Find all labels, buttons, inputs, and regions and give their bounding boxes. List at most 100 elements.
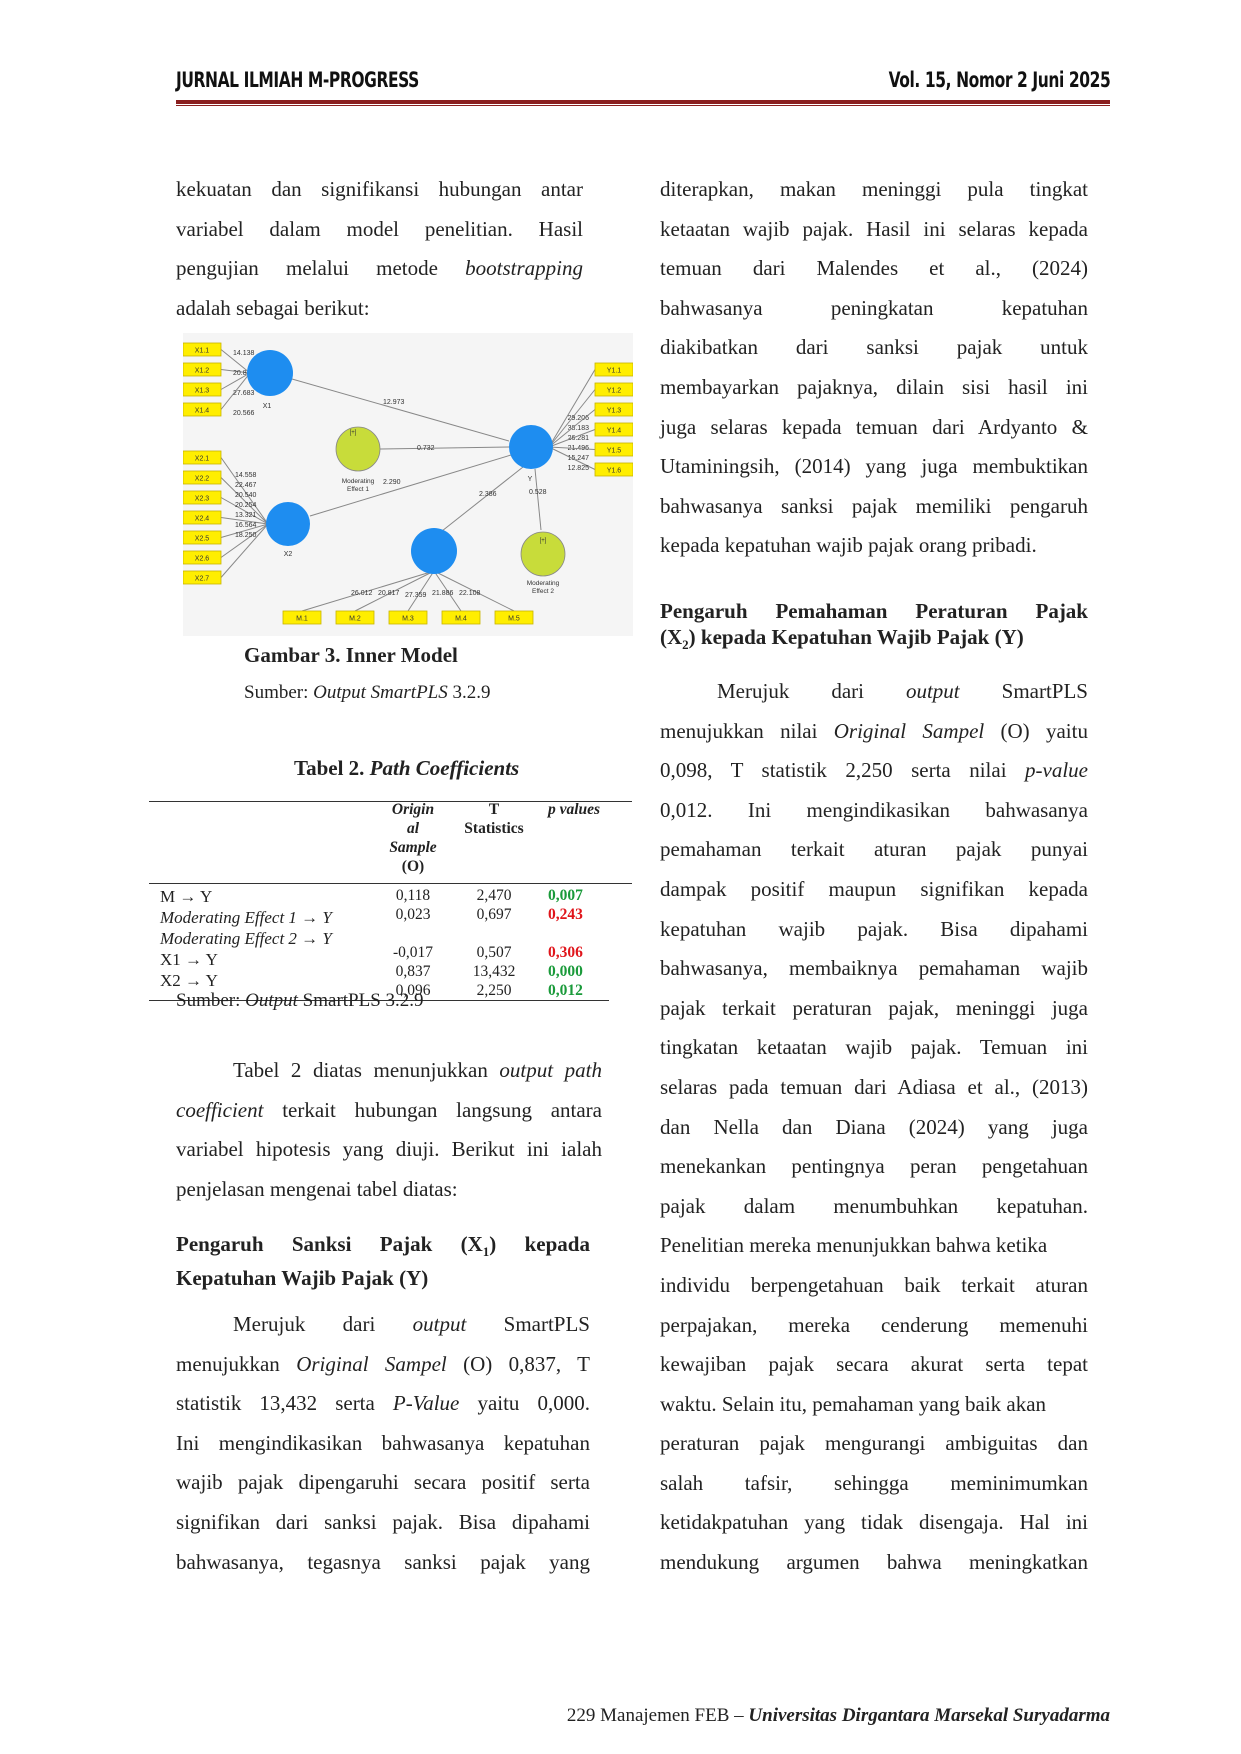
moderator-plus: [+] — [540, 538, 547, 544]
loading-line — [220, 349, 251, 374]
indicator-box — [183, 470, 222, 485]
paragraph-table-explanation: Tabel 2 diatas menunjukkan output path c… — [176, 1051, 602, 1209]
loading-line — [220, 523, 269, 578]
loading-value: 20.566 — [233, 410, 255, 417]
indicator-box-label: M.3 — [402, 616, 414, 623]
heading-line: (X2) kepada Kepatuhan Wajib Pajak (Y) — [660, 625, 1024, 653]
latent-x1 — [247, 350, 293, 396]
table-cell: 0,837 — [395, 963, 431, 980]
col-header-p-values: p values — [548, 801, 601, 818]
loading-value: 26.012 — [351, 590, 373, 597]
text-line: menekankan pentingnya peran pengetahuan — [660, 1154, 1088, 1179]
text-line: coefficient terkait hubungan langsung an… — [176, 1097, 602, 1122]
text-line: Merujuk dari output SmartPLS — [233, 1312, 590, 1336]
indicator-box-label: X2.6 — [195, 556, 210, 563]
loading-line — [220, 477, 269, 525]
path-m-y — [441, 466, 524, 532]
section-heading-x1: Pengaruh Sanksi Pajak (X1) kepada Kepatu… — [176, 1231, 590, 1291]
path-coef-x2-y: 2.290 — [383, 479, 401, 486]
loading-value: 22.108 — [459, 590, 481, 597]
path-x2-y — [309, 454, 512, 517]
row-label: M → Y — [160, 887, 213, 906]
header-line: T — [488, 801, 500, 818]
latent-x2-label: X2 — [284, 551, 293, 558]
indicator-box — [594, 362, 633, 377]
path-x1-y — [291, 378, 510, 442]
table-cell: 0,507 — [476, 944, 512, 961]
footer-dept: Manajemen FEB – — [600, 1705, 744, 1726]
loading-value: 20.254 — [235, 502, 257, 509]
header-line: (O) — [401, 858, 425, 875]
text-line: variabel dalam model penelitian. Hasil — [176, 216, 583, 241]
text-line: kewajiban pajak secara akurat serta tepa… — [660, 1352, 1088, 1377]
loading-line — [220, 369, 251, 374]
source-italic: Output SmartPLS — [313, 682, 448, 703]
loading-line — [220, 497, 269, 525]
moderator-plus: [+] — [350, 430, 357, 436]
table-cell: 13,432 — [472, 963, 516, 980]
p-value-cell: 0,243 — [548, 906, 583, 923]
table-bottom-rule — [149, 1000, 609, 1001]
latent-y — [509, 425, 553, 469]
heading-line: Pengaruh Pemahaman Peraturan Pajak — [660, 599, 1088, 623]
latent-x2 — [266, 502, 310, 546]
path-coef-m-y: 2.386 — [479, 491, 497, 498]
indicator-box — [494, 610, 534, 625]
text-line: bahwasanya, membaiknya pemahaman wajib — [660, 956, 1088, 981]
moderating-effect-1-label-2: Effect 1 — [347, 486, 369, 493]
path-coef-me2-y: 0.528 — [529, 489, 547, 496]
loading-line — [407, 570, 435, 612]
latent-m — [411, 528, 457, 574]
loading-value: 38.183 — [568, 425, 590, 432]
footer-university: Universitas Dirgantara Marsekal Suryadar… — [748, 1705, 1110, 1726]
loading-value: 20.845 — [233, 370, 255, 377]
text-line: Merujuk dari output SmartPLS — [717, 679, 1088, 703]
p-value-cell: 0,012 — [548, 982, 583, 999]
loading-value: 12.825 — [568, 465, 590, 472]
indicator-box — [594, 462, 633, 477]
heading-line: Pengaruh Sanksi Pajak (X1) kepada — [176, 1232, 590, 1260]
indicator-box-label: X2.3 — [195, 496, 210, 503]
text-line: diakibatkan dari sanksi pajak untuk — [660, 335, 1088, 360]
moderating-effect-2-label: Moderating — [527, 580, 560, 587]
indicator-box — [183, 490, 222, 505]
header-rule-thin — [176, 105, 1110, 106]
indicator-box — [183, 550, 222, 565]
table-title-plain: Tabel 2. — [294, 756, 370, 780]
table-header-rule — [149, 883, 632, 884]
table-cell: 2,470 — [476, 887, 512, 904]
table-title: Tabel 2. Path Coefficients — [294, 756, 519, 781]
text-line: waktu. Selain itu, pemahaman yang baik a… — [660, 1391, 1047, 1416]
path-coef-me1-y: 0.732 — [417, 445, 435, 452]
indicator-box-label: Y1.5 — [607, 448, 622, 455]
indicator-box — [183, 402, 222, 417]
text-line: wajib pajak dipengaruhi secara positif s… — [176, 1470, 590, 1495]
header-line: Origin — [391, 801, 435, 818]
table-cell: 0,697 — [476, 906, 512, 923]
source-suffix: 3.2.9 — [447, 682, 491, 703]
latent-x1-label: X1 — [263, 403, 272, 410]
loading-line — [220, 372, 251, 390]
loading-line — [548, 409, 596, 448]
indicator-box — [441, 610, 481, 625]
indicator-box-label: M.4 — [455, 616, 467, 623]
text-line: dan Nella dan Diana (2024) yang juga — [660, 1114, 1088, 1139]
indicator-box-label: M.1 — [296, 616, 308, 623]
indicator-box-label: M.5 — [508, 616, 520, 623]
indicator-box — [594, 382, 633, 397]
indicator-box — [282, 610, 322, 625]
path-me2-y — [534, 468, 542, 531]
loading-value: 27.359 — [405, 592, 427, 599]
path-me1-y — [379, 446, 510, 450]
heading-line: Kepatuhan Wajib Pajak (Y) — [176, 1266, 429, 1291]
indicator-box — [388, 610, 428, 625]
indicator-box — [183, 570, 222, 585]
indicator-box-label: Y1.4 — [607, 428, 622, 435]
right-paragraph-1: diterapkan, makan meninggi pula tingkat … — [660, 170, 1088, 566]
text-line: kepada kepatuhan wajib pajak orang priba… — [660, 533, 1037, 558]
text-line: variabel hipotesis yang diuji. Berikut i… — [176, 1137, 602, 1162]
indicator-box — [594, 422, 633, 437]
indicator-box-label: Y1.2 — [607, 388, 622, 395]
loading-value: 26.281 — [568, 435, 590, 442]
